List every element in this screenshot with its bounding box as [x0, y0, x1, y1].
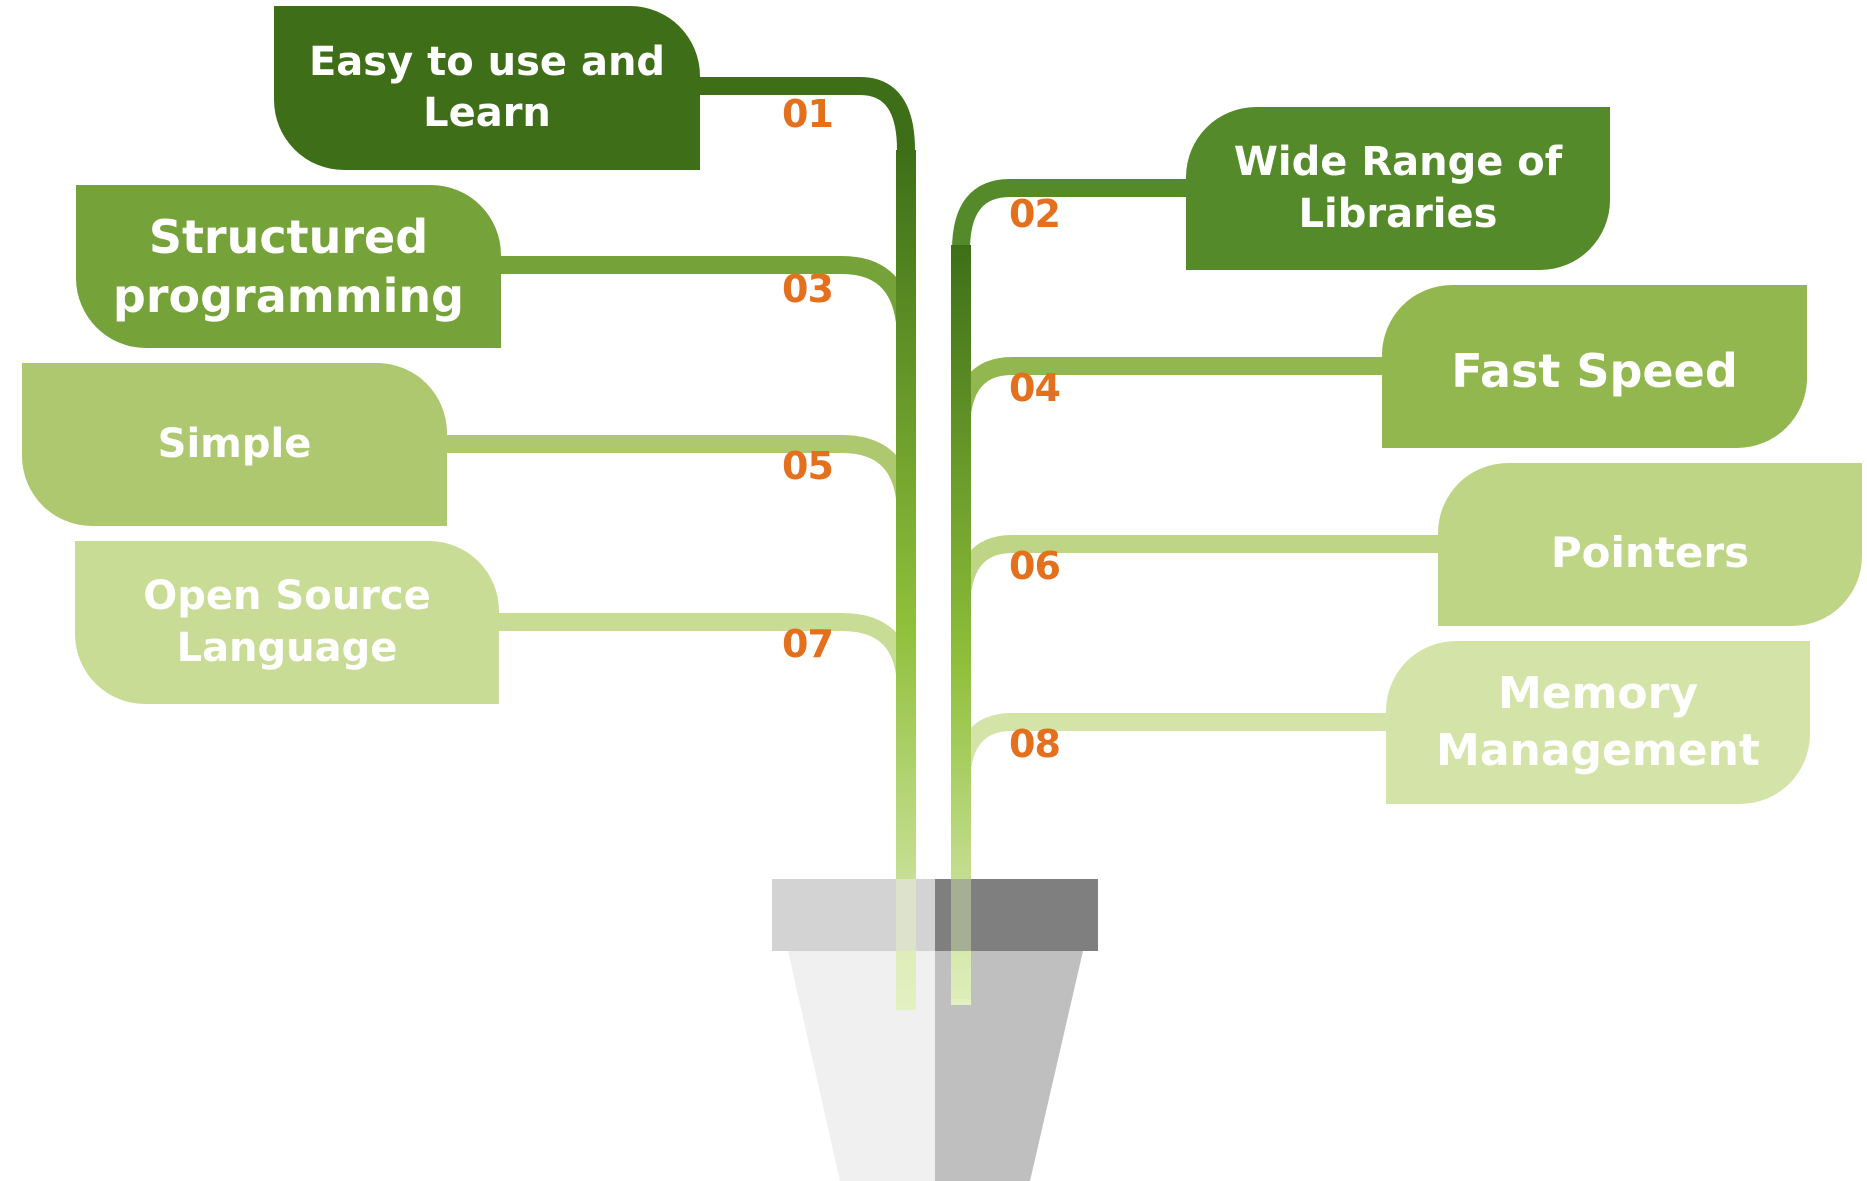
branch-03 [501, 256, 915, 420]
stem-left-in-rim [896, 879, 916, 1009]
stem-right [951, 245, 971, 1005]
branch-01 [700, 77, 915, 260]
number-label: 05 [782, 444, 834, 488]
pot-rim [772, 879, 1098, 1009]
leaf-label: Wide Range of Libraries [1233, 139, 1563, 237]
flower-pot [788, 951, 1083, 1181]
leaf-memory-management: Memory Management [1386, 641, 1810, 804]
number-label: 07 [782, 622, 834, 666]
number-label: 06 [1009, 544, 1061, 588]
leaf-label: Memory Management [1436, 668, 1760, 776]
leaf-easy-to-use-and-learn: Easy to use and Learn [274, 6, 700, 170]
stem-right-in-rim [951, 879, 971, 999]
leaf-label: Simple [157, 420, 312, 467]
number-label: 08 [1009, 722, 1061, 766]
branch-02 [952, 179, 1186, 360]
number-label: 01 [782, 92, 834, 136]
leaf-simple: Simple [22, 363, 447, 526]
branch-05 [447, 435, 915, 590]
leaf-label: Fast Speed [1451, 344, 1738, 399]
leaf-label: Easy to use and Learn [308, 38, 666, 136]
leaf-label: Pointers [1550, 527, 1750, 577]
stems [896, 150, 971, 1010]
pot-rim-right [935, 879, 1098, 951]
number-label: 03 [782, 267, 834, 311]
leaf-pointers: Pointers [1438, 463, 1862, 626]
leaf-label: Open Source Language [143, 573, 431, 671]
leaf-structured-programming: Structured programming [76, 185, 501, 348]
leaf-label: Structured programming [112, 209, 465, 323]
leaf-wide-range-of-libraries: Wide Range of Libraries [1186, 107, 1610, 270]
pot-body-right [935, 951, 1083, 1181]
stem-left [896, 150, 916, 1010]
number-label: 04 [1009, 366, 1061, 410]
number-label: 02 [1009, 192, 1061, 236]
branch-07 [499, 613, 915, 760]
leaf-open-source-language: Open Source Language [75, 541, 499, 704]
leaf-fast-speed: Fast Speed [1382, 285, 1807, 448]
